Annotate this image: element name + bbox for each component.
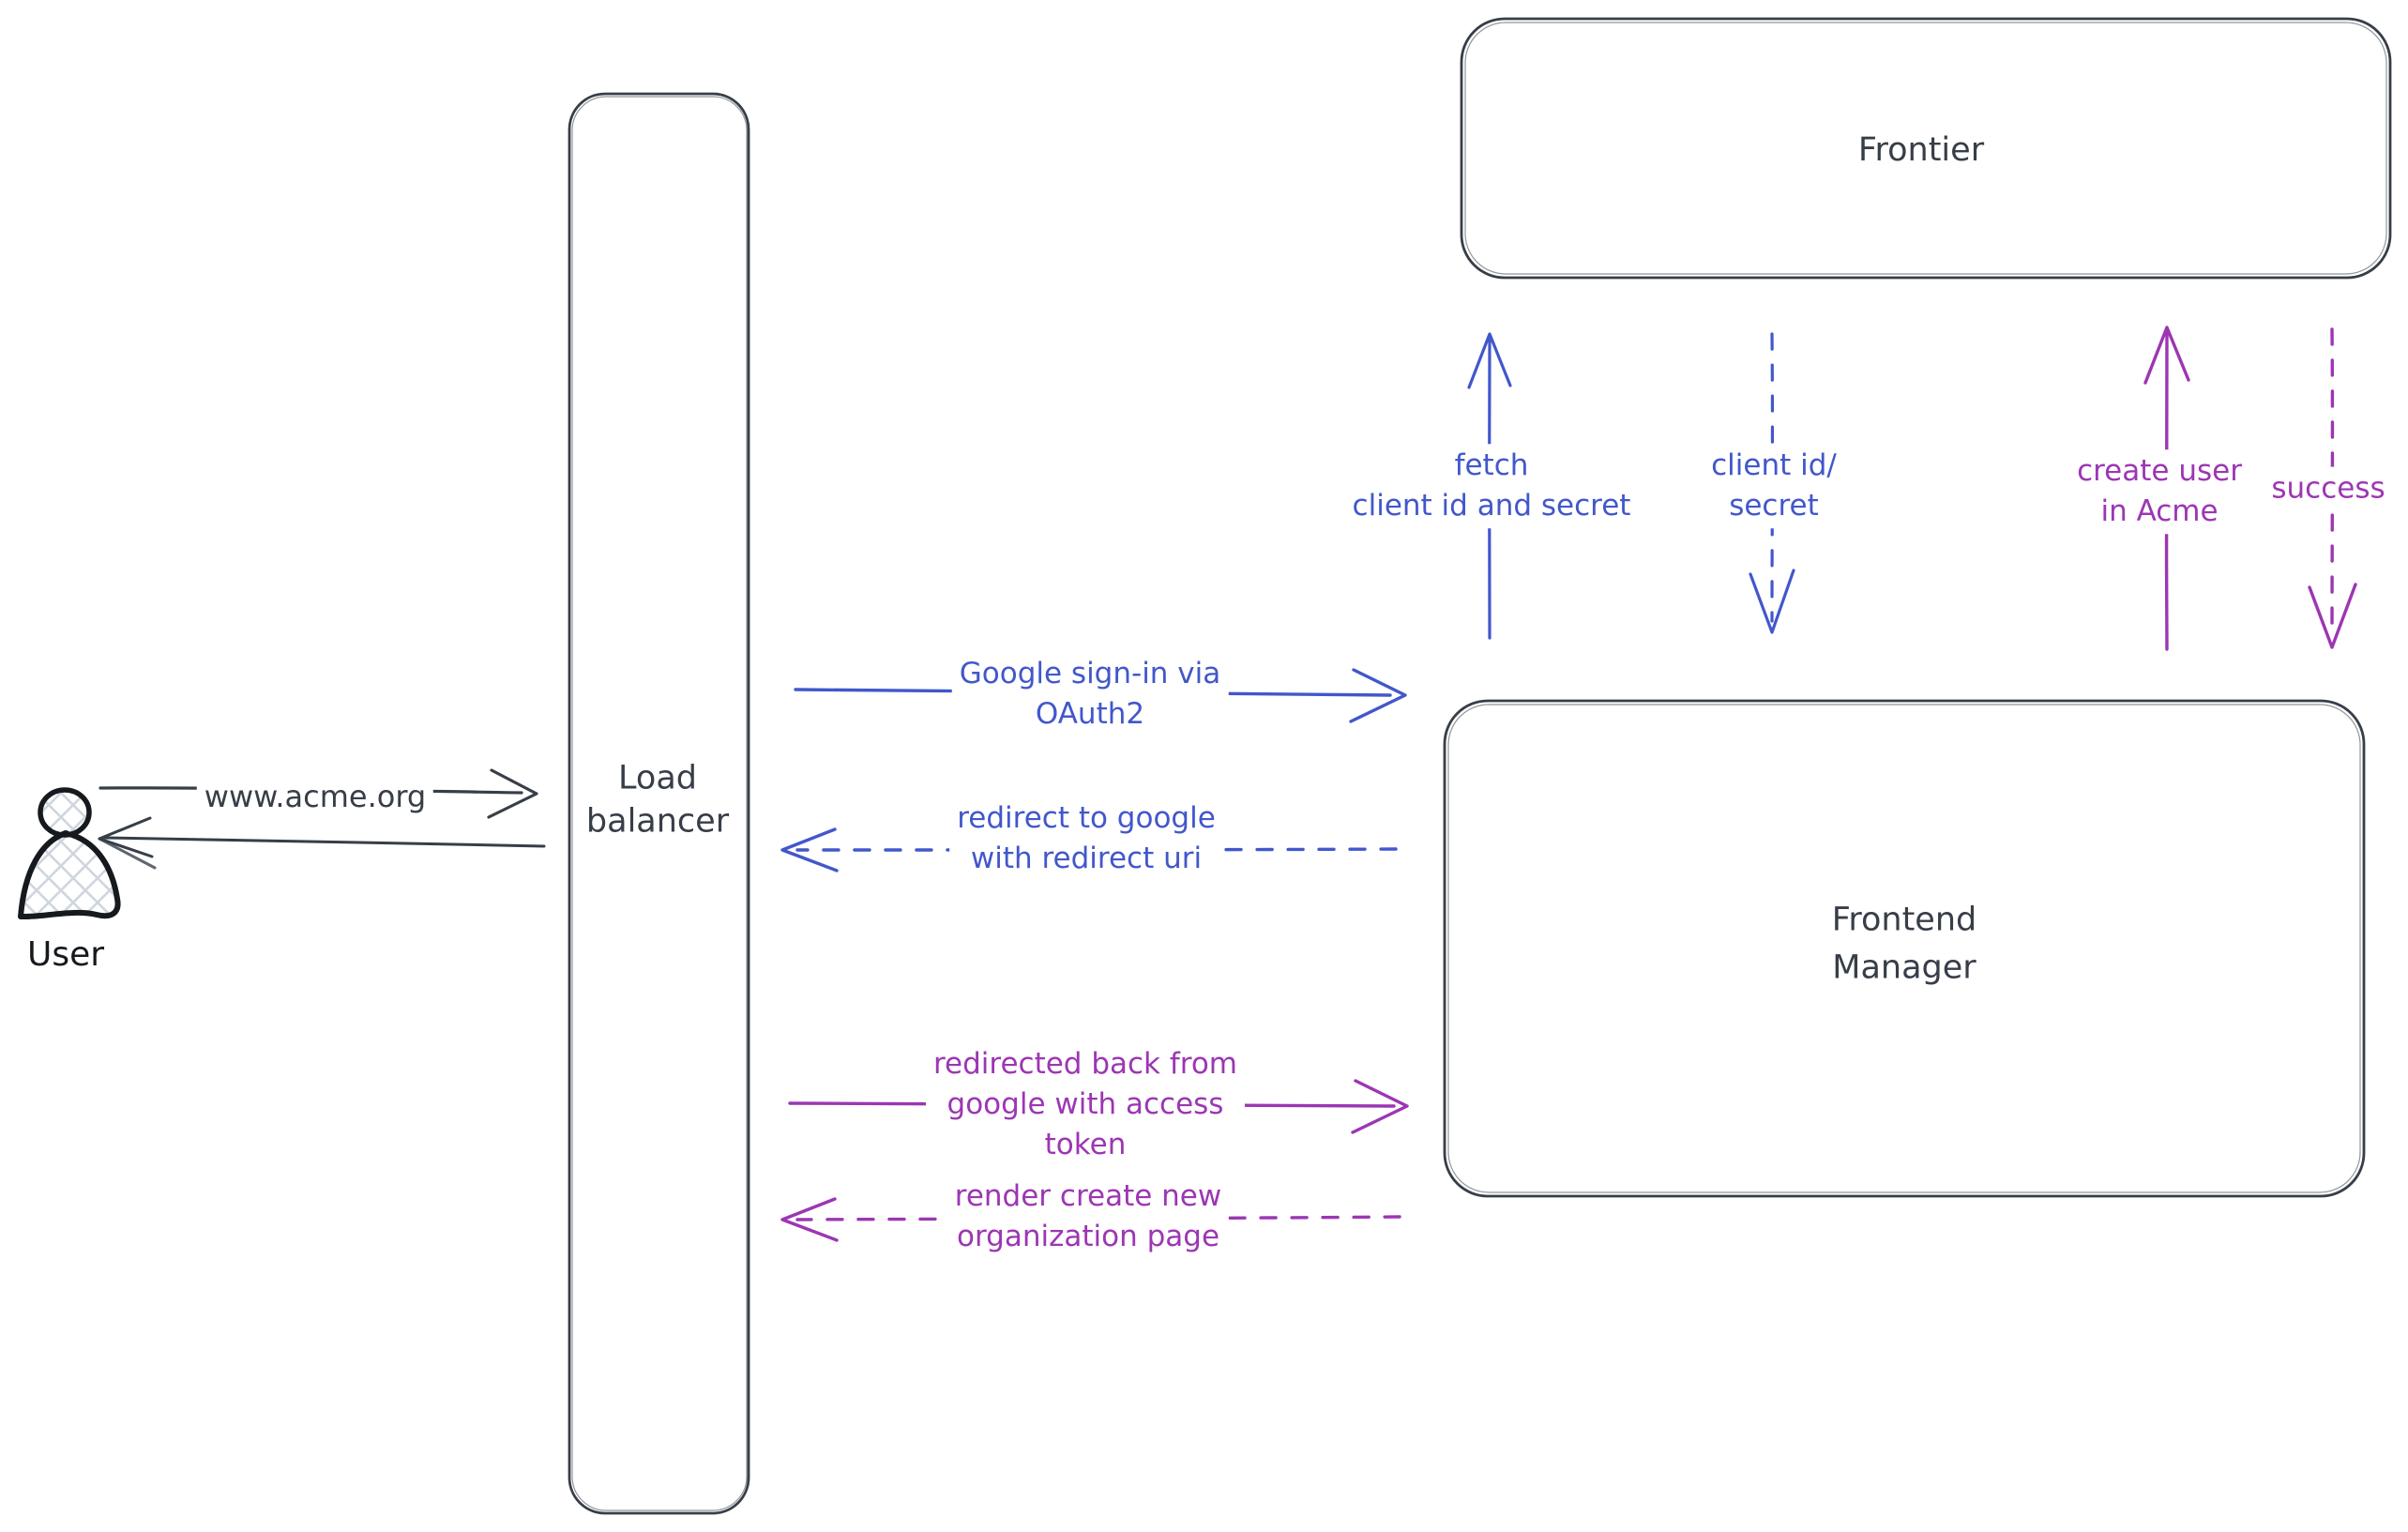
user-head [38, 787, 92, 838]
edge-label-render-page: render create new organization page [947, 1175, 1230, 1259]
edge-label-client-id-secret: client id/secret [1704, 444, 1844, 528]
edge-label-redirect-google-line2: with redirect uri [970, 842, 1203, 875]
edge-label-success: success [2264, 466, 2393, 511]
frontier-label: Frontier [1857, 130, 1985, 169]
edge-label-redirected-back: redirected back from google with access to… [925, 1041, 1246, 1167]
frontend-manager-box [1443, 699, 2366, 1198]
arrow-client-id-secret [1749, 332, 1795, 634]
user-body [18, 830, 121, 920]
frontier-box-rough-stroke [1464, 22, 2387, 275]
edge-label-fetch-client: fetch client id and secret [1344, 444, 1639, 528]
user-figure [18, 787, 121, 920]
user-label: User [26, 935, 105, 975]
load-balancer-box-rough-stroke [571, 96, 748, 1511]
edge-label-client-id-secret-line1: client id/ [1711, 448, 1837, 483]
edge-label-create-user: create user in Acme [2069, 449, 2249, 534]
load-balancer-label: Load balancer [579, 756, 736, 845]
edge-label-redirect-google: redirect to google with redirect uri [949, 796, 1223, 881]
edge-label-redirected-back-line2: google with access [947, 1086, 1224, 1121]
arrow-return-to-user [98, 816, 546, 870]
edge-label-render-page-line1: render create new [954, 1179, 1222, 1214]
edge-label-fetch-client-line1: fetch [1454, 448, 1529, 483]
edge-label-create-user-line1: create user [2077, 454, 2242, 489]
arrow-redirect-google [780, 827, 1398, 872]
edge-label-redirected-back-line3: token [1044, 1127, 1127, 1161]
edge-label-google-signin-line1: Google sign-in via [959, 657, 1221, 691]
frontend-manager-label-line2: Manager [1832, 948, 1976, 986]
edge-label-render-page-line2: organization page [956, 1220, 1220, 1253]
load-balancer-box [568, 92, 750, 1515]
load-balancer-label-line1: Load [618, 759, 697, 797]
edge-label-redirect-google-line1: redirect to google [957, 801, 1216, 836]
load-balancer-label-line2: balancer [585, 802, 730, 840]
arrow-render-page [780, 1197, 1401, 1242]
edge-label-www-acme: www.acme.org [196, 773, 434, 820]
frontend-manager-box-rough-stroke [1447, 704, 2361, 1193]
edge-label-create-user-line2: in Acme [2100, 494, 2219, 528]
edge-label-fetch-client-line2: client id and secret [1352, 489, 1631, 523]
frontier-box [1460, 17, 2392, 280]
edge-label-google-signin-line2: OAuth2 [1035, 697, 1145, 731]
edge-label-redirected-back-line1: redirected back from [932, 1046, 1238, 1081]
frontend-manager-label-line1: Frontend [1831, 901, 1977, 939]
edge-label-client-id-secret-line2: secret [1729, 489, 1819, 523]
